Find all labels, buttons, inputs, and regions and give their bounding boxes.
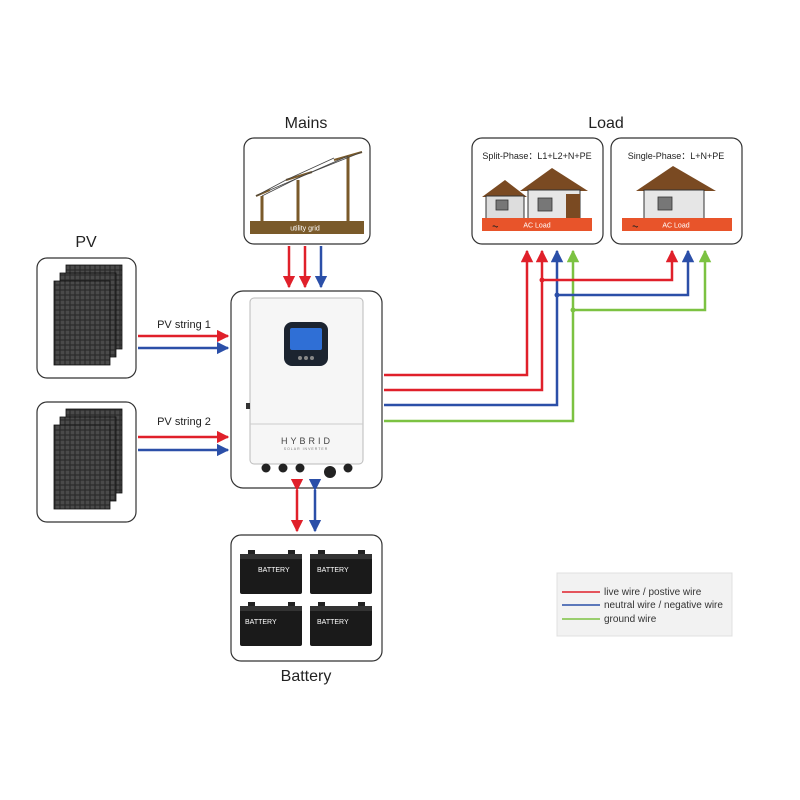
inverter-subtitle: SOLAR INVERTER	[284, 447, 328, 451]
split-phase-label: Split-Phase：L1+L2+N+PE	[482, 151, 591, 161]
pv-box-2	[36, 401, 137, 523]
battery-icon	[240, 550, 302, 594]
ac-load-label: AC Load	[662, 223, 689, 230]
battery-label: BATTERY	[317, 567, 349, 574]
house-icon	[520, 168, 588, 221]
grid-label-bar	[250, 221, 364, 234]
inverter-icon	[246, 297, 364, 478]
solar-panel-icon	[53, 408, 123, 510]
single-phase-label: Single-Phase：L+N+PE	[628, 151, 725, 161]
battery-label: BATTERY	[245, 619, 277, 626]
load-title: Load	[588, 115, 624, 132]
solar-panel-icon	[53, 264, 123, 366]
pv-title: PV	[75, 234, 97, 251]
legend-neutral-label: neutral wire / negative wire	[604, 600, 723, 611]
battery-label: BATTERY	[317, 619, 349, 626]
single-phase-live-wire	[542, 249, 679, 282]
plug-icon: ⏦	[492, 222, 499, 231]
single-phase-ground-wire	[573, 249, 712, 312]
single-phase-load-box: Single-Phase：L+N+PE ⏦ AC Load	[610, 137, 743, 245]
wires	[138, 246, 712, 533]
mains-box: utility grid	[243, 137, 371, 245]
battery-box: BATTERY BATTERY BATTERY BATTERY	[230, 534, 383, 662]
battery-icon	[310, 602, 372, 646]
legend-ground-label: ground wire	[604, 614, 657, 625]
battery-title: Battery	[281, 668, 332, 685]
ac-load-bar	[622, 218, 732, 231]
house-icon	[636, 166, 716, 221]
mains-title: Mains	[285, 115, 328, 132]
load-live-wire-l2	[384, 249, 549, 392]
legend: live wire / postive wire neutral wire / …	[556, 572, 733, 637]
single-phase-neutral-wire	[557, 249, 695, 297]
legend-live-label: live wire / postive wire	[604, 587, 702, 598]
battery-icon	[310, 550, 372, 594]
ac-load-bar	[482, 218, 592, 231]
battery-label: BATTERY	[258, 567, 290, 574]
plug-icon: ⏦	[632, 222, 639, 231]
load-live-wire-l1	[384, 249, 534, 377]
load-ground-wire	[384, 249, 580, 423]
inverter-box: HYBRID SOLAR INVERTER	[230, 290, 383, 489]
pv-box-1	[36, 257, 137, 379]
load-neutral-wire	[384, 249, 564, 407]
ac-load-label: AC Load	[523, 223, 550, 230]
pv-string-2-label: PV string 2	[157, 416, 211, 428]
grid-label: utility grid	[290, 226, 320, 233]
battery-icon	[240, 602, 302, 646]
pv-string-1-label: PV string 1	[157, 319, 211, 331]
inverter-brand: HYBRID	[281, 436, 333, 446]
split-phase-load-box: Split-Phase：L1+L2+N+PE ⏦ AC Load	[471, 137, 604, 245]
junction-dots	[539, 277, 576, 313]
